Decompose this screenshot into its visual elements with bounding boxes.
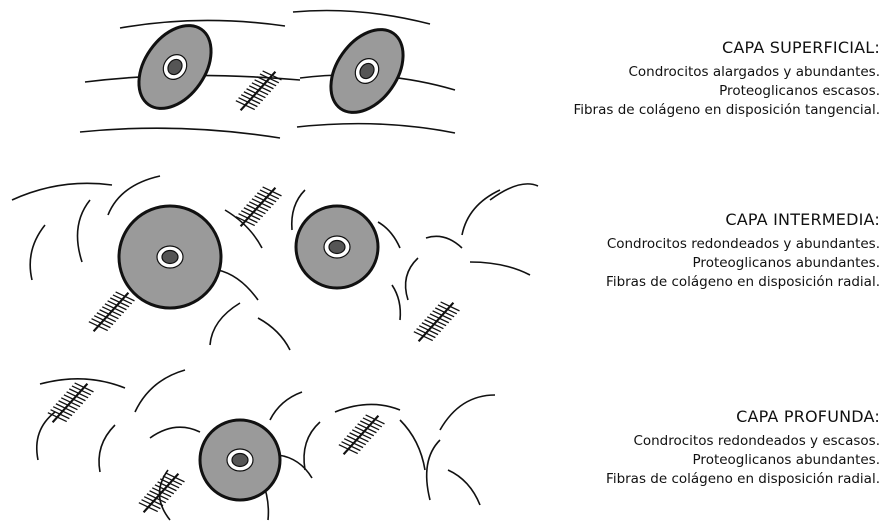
collagen-fiber [378,222,400,248]
collagen-fiber [335,404,400,412]
layer-description-line: Condrocitos alargados y abundantes. [573,63,880,82]
layer-description-line: Fibras de colágeno en disposición radial… [606,273,880,292]
intermediate-layer-art [12,176,538,350]
collagen-fiber [12,183,112,200]
collagen-fiber [78,200,91,262]
superficial-layer-description: CAPA SUPERFICIAL: Condrocitos alargados … [573,38,880,120]
layer-description-line: Condrocitos redondeados y escasos. [606,432,880,451]
deep-layer-description: CAPA PROFUNDA: Condrocitos redondeados y… [606,407,880,489]
layer-description-line: Condrocitos redondeados y abundantes. [606,235,880,254]
collagen-fiber [297,124,455,133]
proteoglycan-aggregate-icon [233,65,283,117]
collagen-fiber [258,318,290,350]
layer-title: CAPA SUPERFICIAL: [573,38,880,57]
collagen-fiber [400,420,425,470]
collagen-fiber [30,225,45,280]
chondrocyte-cell-icon [316,16,418,126]
collagen-fiber [304,422,320,470]
layer-description-line: Proteoglicanos abundantes. [606,254,880,273]
collagen-fiber [37,412,55,460]
collagen-fiber [426,236,462,248]
collagen-fiber [150,427,200,438]
chondrocyte-cell-icon [296,206,378,288]
proteoglycan-aggregate-icon [411,296,461,348]
proteoglycan-aggregate-icon [233,181,283,233]
proteoglycan-aggregate-icon [136,467,186,519]
layer-title: CAPA INTERMEDIA: [606,210,880,229]
layer-description-line: Fibras de colágeno en disposición tangen… [573,101,880,120]
collagen-fiber [135,370,185,412]
collagen-fiber [470,262,530,275]
collagen-fiber [392,285,400,320]
collagen-fiber [440,395,495,430]
collagen-fiber [99,425,115,472]
collagen-fiber [406,258,418,300]
chondrocyte-cell-icon [124,12,226,122]
intermediate-layer-description: CAPA INTERMEDIA: Condrocitos redondeados… [606,210,880,292]
collagen-fiber [278,455,312,478]
collagen-fiber [80,128,280,138]
collagen-fiber [448,470,480,505]
collagen-fiber [120,20,285,28]
proteoglycan-aggregate-icon [86,286,136,338]
collagen-fiber [293,11,430,25]
collagen-fiber [270,392,302,420]
layer-title: CAPA PROFUNDA: [606,407,880,426]
layer-description-line: Fibras de colágeno en disposición radial… [606,470,880,489]
collagen-fiber [210,303,240,345]
proteoglycan-aggregate-icon [45,377,95,429]
chondrocyte-cell-icon [119,206,221,308]
collagen-fiber [427,440,440,500]
collagen-fiber [218,270,258,300]
proteoglycan-aggregate-icon [336,409,386,461]
layer-description-line: Proteoglicanos abundantes. [606,451,880,470]
layer-description-line: Proteoglicanos escasos. [573,82,880,101]
chondrocyte-cell-icon [200,420,280,500]
